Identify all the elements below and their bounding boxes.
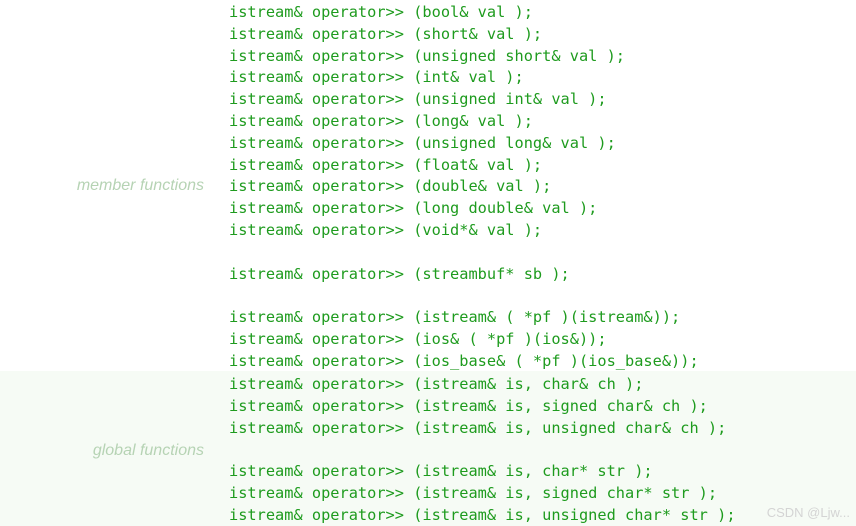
code-line: istream& operator>> (ios& ( *pf )(ios&))… [229,329,607,348]
global-functions-label: global functions [92,442,204,459]
code-line: istream& operator>> (unsigned int& val )… [229,90,607,109]
code-line: istream& operator>> (bool& val ); [229,3,533,21]
blank-line [229,439,736,461]
global-functions-section: global functions istream& operator>> (is… [0,371,856,526]
code-line: istream& operator>> (long& val ); [229,111,533,130]
member-functions-code: istream& operator>> (bool& val ); istrea… [229,2,699,373]
code-line: istream& operator>> (float& val ); [229,155,543,174]
watermark: CSDN @Ljw... [766,505,850,520]
code-line: istream& operator>> (short& val ); [229,24,543,43]
code-line: istream& operator>> (istream& is, signed… [229,396,708,415]
code-line: istream& operator>> (long double& val ); [229,199,598,218]
code-line: istream& operator>> (ios_base& ( *pf )(i… [229,351,699,370]
member-functions-label: member functions [76,177,204,194]
code-line: istream& operator>> (istream& is, signed… [229,483,718,502]
code-line: istream& operator>> (unsigned long& val … [229,133,616,152]
global-functions-code: istream& operator>> (istream& is, char& … [229,374,736,526]
code-line: istream& operator>> (unsigned short& val… [229,46,626,65]
code-line: istream& operator>> (double& val ); [229,177,552,196]
code-line: istream& operator>> (istream& ( *pf )(is… [229,308,681,327]
code-line: istream& operator>> (istream& is, unsign… [229,418,727,437]
code-line: istream& operator>> (istream& is, char& … [229,375,644,393]
code-line: istream& operator>> (istream& is, char* … [229,462,653,481]
blank-line [229,285,699,307]
code-line: istream& operator>> (streambuf* sb ); [229,264,570,283]
member-functions-section: member functions istream& operator>> (bo… [76,2,699,373]
blank-line [229,242,699,264]
code-line: istream& operator>> (istream& is, unsign… [229,505,736,524]
code-line: istream& operator>> (void*& val ); [229,220,543,239]
code-line: istream& operator>> (int& val ); [229,68,524,87]
